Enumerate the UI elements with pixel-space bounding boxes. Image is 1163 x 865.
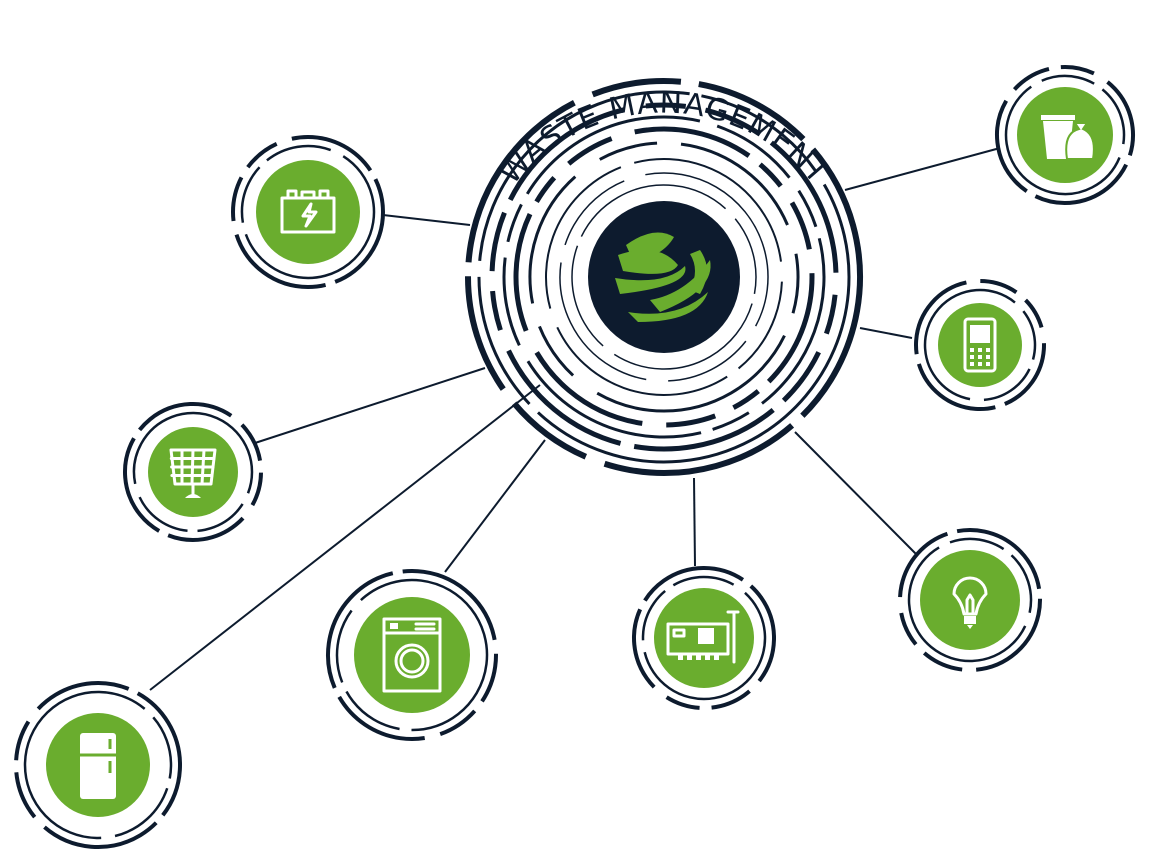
node-inner-ring bbox=[923, 288, 1037, 402]
hub-core bbox=[588, 201, 740, 353]
node-fridge bbox=[14, 681, 182, 849]
node-inner-ring bbox=[132, 411, 254, 533]
node-solar bbox=[123, 401, 263, 542]
node-inner-ring bbox=[335, 578, 489, 732]
hub-ring bbox=[477, 90, 851, 464]
mobile-phone-icon bbox=[963, 317, 997, 373]
node-outer-ring bbox=[632, 566, 776, 710]
diagram-title: WASTE MANAGEMENT bbox=[493, 85, 836, 191]
refrigerator-icon bbox=[80, 733, 116, 799]
hub-ring bbox=[559, 172, 769, 382]
connector-phone bbox=[859, 327, 913, 339]
hub-ring bbox=[465, 78, 863, 476]
node-outer-ring bbox=[231, 135, 385, 289]
node-circle bbox=[920, 550, 1020, 650]
node-washer bbox=[326, 569, 498, 741]
connector-trash bbox=[844, 147, 1001, 191]
node-circle bbox=[354, 597, 470, 713]
connector-bulb bbox=[794, 431, 918, 556]
node-inner-ring bbox=[907, 537, 1033, 663]
nodes bbox=[14, 65, 1135, 849]
solar-panel-icon bbox=[169, 448, 217, 498]
hub-ring bbox=[528, 141, 800, 413]
hub-ring bbox=[571, 184, 757, 370]
washing-machine-icon bbox=[382, 617, 442, 693]
hub-ring bbox=[513, 126, 815, 428]
connector-washer bbox=[444, 439, 546, 573]
node-inner-ring bbox=[1004, 74, 1126, 196]
hub-ring bbox=[545, 157, 783, 396]
connector-fridge bbox=[149, 384, 541, 691]
node-circle bbox=[938, 303, 1022, 387]
node-outer-ring bbox=[14, 681, 182, 849]
node-phone bbox=[914, 279, 1046, 411]
green-globe-icon bbox=[615, 232, 711, 322]
node-inner-ring bbox=[23, 690, 173, 840]
node-outer-ring bbox=[914, 279, 1046, 411]
connector-circuit bbox=[693, 477, 696, 567]
node-inner-ring bbox=[641, 575, 767, 701]
node-battery bbox=[231, 135, 385, 289]
node-outer-ring bbox=[123, 401, 263, 542]
node-outer-ring bbox=[898, 527, 1042, 672]
hub-ring bbox=[502, 115, 826, 439]
node-trash bbox=[995, 65, 1135, 205]
node-outer-ring bbox=[326, 569, 498, 741]
circuit-board-icon bbox=[666, 610, 740, 664]
node-circuit bbox=[632, 566, 776, 710]
node-outer-ring bbox=[995, 65, 1135, 205]
connector-lines bbox=[149, 147, 1001, 691]
node-inner-ring bbox=[240, 144, 376, 280]
connector-battery bbox=[382, 214, 471, 226]
trash-can-and-bag-icon bbox=[1041, 115, 1095, 160]
title-text: WASTE MANAGEMENT bbox=[493, 85, 835, 191]
node-bulb bbox=[898, 527, 1042, 672]
car-battery-icon bbox=[280, 189, 336, 234]
light-bulb-icon bbox=[952, 576, 988, 629]
central-hub bbox=[465, 78, 863, 476]
hub-ring bbox=[489, 102, 839, 452]
connector-solar bbox=[254, 367, 486, 444]
